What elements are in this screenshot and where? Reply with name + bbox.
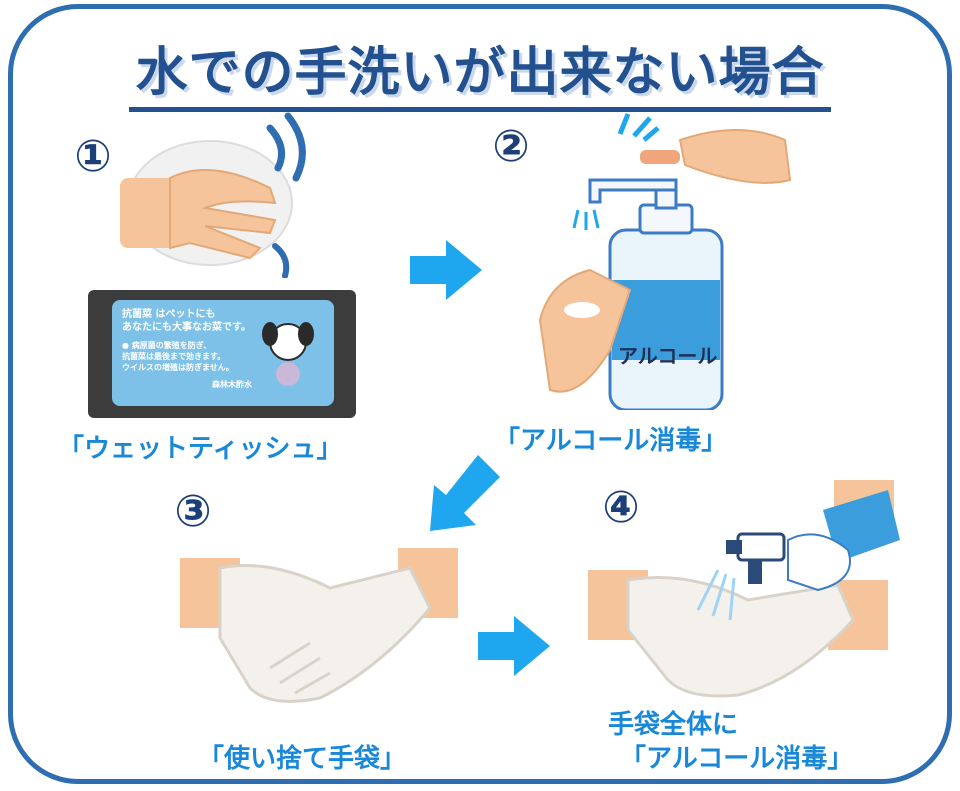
hand-wiping-illustration (120, 112, 306, 278)
step-2-number: ② (492, 121, 530, 172)
package-line-1: 抗菌菜 はペットにも (122, 309, 216, 320)
package-line-5: ウイルスの増殖は防ぎません。 (122, 363, 234, 372)
step-1-number: ① (74, 131, 112, 182)
arrow-down-left-icon (430, 455, 500, 531)
step-3-label: 「使い捨て手袋」 (198, 744, 407, 774)
spray-glove-illustration (588, 480, 900, 698)
package-line-4: 抗菌菜は最後まで効きます。 (122, 352, 226, 361)
arrow-right-icon (478, 616, 550, 676)
glove-handshake-illustration (180, 548, 458, 703)
step-4-label-line-1: 手袋全体に (608, 710, 739, 740)
package-line-3: ● 病原菌の繁殖を防ぎ、 (122, 341, 212, 350)
step-2-label: 「アルコール消毒」 (494, 426, 728, 456)
arrow-right-icon (410, 240, 482, 300)
wet-tissue-package: 抗菌菜 はペットにも あなたにも大事なお菜です。 ● 病原菌の繁殖を防ぎ、 抗菌… (88, 290, 356, 418)
page-title: 水での手洗いが出来ない場合 (0, 30, 960, 112)
pet-icon (262, 322, 314, 386)
package-line-6: 森林木酢水 (212, 380, 252, 389)
alcohol-bottle-illustration (538, 113, 792, 410)
step-4-label-line-2: 「アルコール消毒」 (620, 744, 854, 774)
package-line-2: あなたにも大事なお菜です。 (122, 322, 251, 333)
step-3-number: ③ (174, 486, 212, 537)
step-1-label: 「ウェットティッシュ」 (58, 434, 343, 464)
title-text: 水での手洗いが出来ない場合 (129, 30, 831, 112)
bottle-label-text: アルコール (618, 344, 718, 368)
step-4-number: ④ (602, 482, 640, 533)
